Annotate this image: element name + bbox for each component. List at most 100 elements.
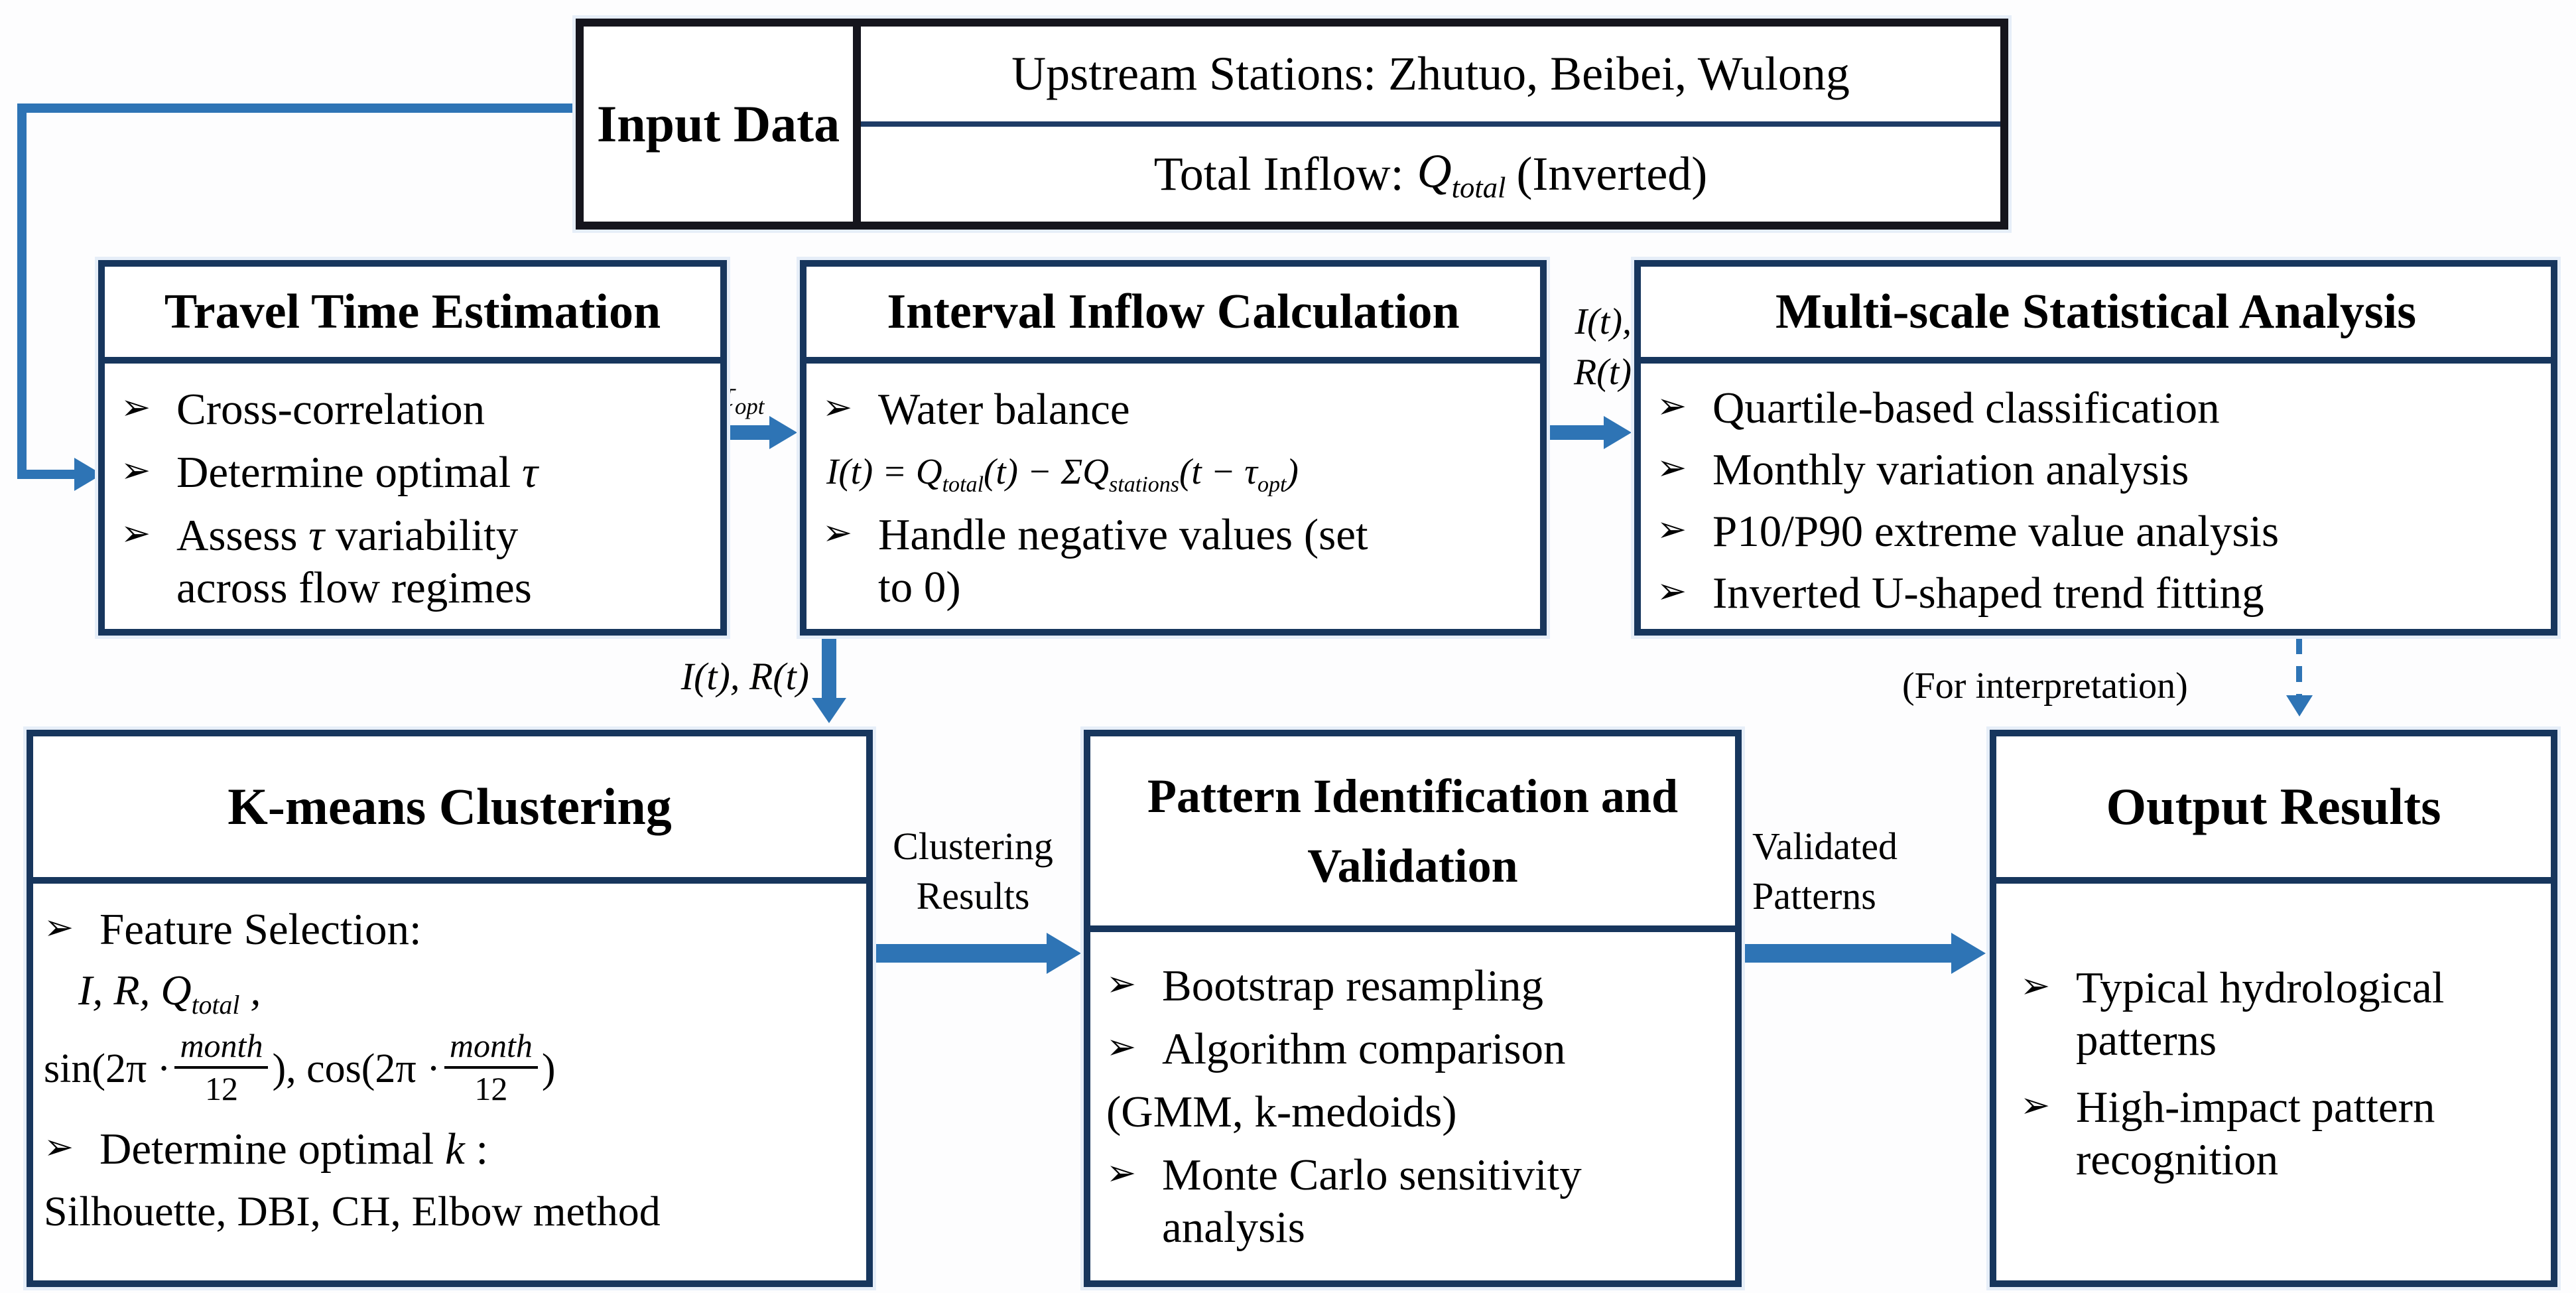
list-item: ➢ Bootstrap resampling xyxy=(1106,960,1723,1012)
formula-subscript: total xyxy=(942,472,984,498)
box-title: Output Results xyxy=(1996,736,2551,884)
list-item: ➢ P10/P90 extreme value analysis xyxy=(1657,506,2539,558)
list-item: ➢ Monthly variation analysis xyxy=(1657,444,2539,496)
label-line: Results xyxy=(916,874,1030,918)
kmeans-clustering-box: K-means Clustering ➢ Feature Selection: … xyxy=(27,730,873,1287)
list-item-text: Assess τ variability across flow regimes xyxy=(176,510,708,614)
list-item-text: Algorithm comparison xyxy=(1162,1024,1566,1074)
formula-subscript: total xyxy=(191,990,240,1020)
arrow-bullet-icon: ➢ xyxy=(1657,570,1687,612)
list-item-text: Monthly variation analysis xyxy=(1712,445,2189,495)
text-line: Assess τ variability xyxy=(176,510,708,562)
arrow-bullet-icon: ➢ xyxy=(44,1125,74,1168)
list-item: ➢ Handle negative values (set to 0) xyxy=(822,509,1528,614)
list-item-text: High-impact pattern recognition xyxy=(2076,1081,2539,1186)
formula-token: Q xyxy=(1417,144,1452,198)
list-item-text: Typical hydrological patterns xyxy=(2076,962,2539,1067)
text-line: High-impact pattern xyxy=(2076,1083,2435,1132)
arrow-multiscale-to-output-dashed xyxy=(2296,638,2302,698)
box-body: ➢ Bootstrap resampling ➢ Algorithm compa… xyxy=(1090,932,1735,1254)
label-line: R(t) xyxy=(1573,351,1632,393)
fraction-numerator: month xyxy=(174,1027,269,1069)
pattern-identification-validation-box: Pattern Identification and Validation ➢ … xyxy=(1084,730,1742,1287)
arrow-bullet-icon: ➢ xyxy=(2020,1084,2051,1126)
text-line: Typical hydrological xyxy=(2076,963,2445,1012)
input-data-label: Input Data xyxy=(584,27,861,222)
text-line: Handle negative values (set xyxy=(878,510,1368,560)
total-inflow-prefix: Total Inflow: xyxy=(1153,147,1404,200)
formula-token: I(t) = Q xyxy=(826,451,942,492)
title-line: Validation xyxy=(1307,839,1518,892)
arrow-bullet-icon: ➢ xyxy=(2020,965,2051,1006)
list-item-text: Handle negative values (set to 0) xyxy=(878,509,1528,614)
text-line: across flow regimes xyxy=(176,563,532,613)
list-item: ➢ Feature Selection: xyxy=(44,904,854,956)
arrow-bullet-icon: ➢ xyxy=(822,386,853,428)
arrow-bullet-icon: ➢ xyxy=(1657,508,1687,551)
text-line: to 0) xyxy=(878,563,961,612)
arrow-bullet-icon: ➢ xyxy=(1106,1152,1137,1194)
formula-subscript: stations xyxy=(1108,472,1180,498)
text-line: patterns xyxy=(2076,1016,2217,1065)
box-title: Multi-scale Statistical Analysis xyxy=(1641,267,2551,364)
box-title: Pattern Identification and Validation xyxy=(1090,736,1735,932)
arrow-travel-to-interval xyxy=(727,425,773,440)
tau-subscript: opt xyxy=(735,393,765,420)
arrow-input-to-travel-vertical-segment xyxy=(17,103,27,479)
box-body: ➢ Cross-correlation ➢ Determine optimal … xyxy=(105,364,720,614)
label-validated-patterns: Validated Patterns xyxy=(1752,821,1898,921)
list-item: ➢ Monte Carlo sensitivity analysis xyxy=(1106,1149,1723,1254)
arrow-interval-to-multiscale xyxy=(1547,425,1608,440)
arrow-kmeans-to-pattern-head-icon xyxy=(1047,933,1081,974)
arrow-bullet-icon: ➢ xyxy=(1106,1026,1137,1068)
arrow-interval-to-kmeans xyxy=(822,636,836,701)
arrow-bullet-icon: ➢ xyxy=(121,512,151,555)
arrow-pattern-to-output-head-icon xyxy=(1951,933,1986,974)
formula-token: ) xyxy=(1286,451,1299,492)
arrow-input-to-travel-head-icon xyxy=(74,458,102,491)
text-token: variability xyxy=(324,511,519,561)
feature-list-formula: I, R, Qtotal , xyxy=(44,965,854,1021)
list-item: ➢ Algorithm comparison xyxy=(1106,1023,1723,1075)
box-body: ➢ Quartile-based classification ➢ Monthl… xyxy=(1641,364,2551,620)
arrow-interval-to-kmeans-head-icon xyxy=(812,698,846,723)
formula-token: (t − τ xyxy=(1179,451,1257,492)
output-results-box: Output Results ➢ Typical hydrological pa… xyxy=(1990,730,2557,1287)
k-selection-methods-text: Silhouette, DBI, CH, Elbow method xyxy=(44,1187,661,1235)
formula-token: ) xyxy=(541,1046,556,1091)
text-line: recognition xyxy=(2076,1135,2279,1185)
tau-symbol: τ xyxy=(521,448,538,498)
box-body: ➢ Typical hydrological patterns ➢ High-i… xyxy=(1996,884,2551,1186)
upstream-stations-text: Upstream Stations: Zhutuo, Beibei, Wulon… xyxy=(1011,47,1850,100)
box-body: ➢ Feature Selection: I, R, Qtotal , sin(… xyxy=(33,884,866,1236)
formula-token: , xyxy=(239,967,261,1014)
list-item-text: Determine optimal τ xyxy=(176,446,708,499)
arrow-multiscale-to-output-head-icon xyxy=(2286,695,2313,716)
input-data-rows: Upstream Stations: Zhutuo, Beibei, Wulon… xyxy=(861,27,2000,222)
arrow-input-to-travel-top-segment xyxy=(17,103,576,113)
fraction-denominator: 12 xyxy=(204,1069,238,1107)
algorithm-examples-text: (GMM, k-medoids) xyxy=(1106,1087,1457,1137)
formula-subscript: opt xyxy=(1257,472,1287,498)
input-data-box: Input Data Upstream Stations: Zhutuo, Be… xyxy=(576,19,2008,230)
fraction-denominator: 12 xyxy=(474,1069,508,1107)
label-line: Validated xyxy=(1752,825,1898,868)
list-item: ➢ Determine optimal k : xyxy=(44,1123,854,1176)
list-item-text: Bootstrap resampling xyxy=(1162,961,1543,1010)
box-title: Interval Inflow Calculation xyxy=(806,267,1540,364)
list-item-text: Water balance xyxy=(878,385,1130,434)
label-line: Clustering xyxy=(893,825,1053,868)
arrow-kmeans-to-pattern xyxy=(873,944,1052,963)
list-item: ➢ Inverted U-shaped trend fitting xyxy=(1657,567,2539,620)
list-item-text: Monte Carlo sensitivity analysis xyxy=(1162,1149,1723,1254)
fraction-numerator: month xyxy=(444,1027,538,1069)
travel-time-estimation-box: Travel Time Estimation ➢ Cross-correlati… xyxy=(98,260,727,636)
list-item-text: Determine optimal k : xyxy=(99,1123,854,1176)
arrow-bullet-icon: ➢ xyxy=(1657,446,1687,489)
label-for-interpretation: (For interpretation) xyxy=(1902,665,2188,707)
q-total-variable: Qtotal xyxy=(1417,144,1506,204)
arrow-bullet-icon: ➢ xyxy=(121,386,151,428)
interval-inflow-calculation-box: Interval Inflow Calculation ➢ Water bala… xyxy=(800,260,1547,636)
text-line: analysis xyxy=(1162,1203,1305,1253)
